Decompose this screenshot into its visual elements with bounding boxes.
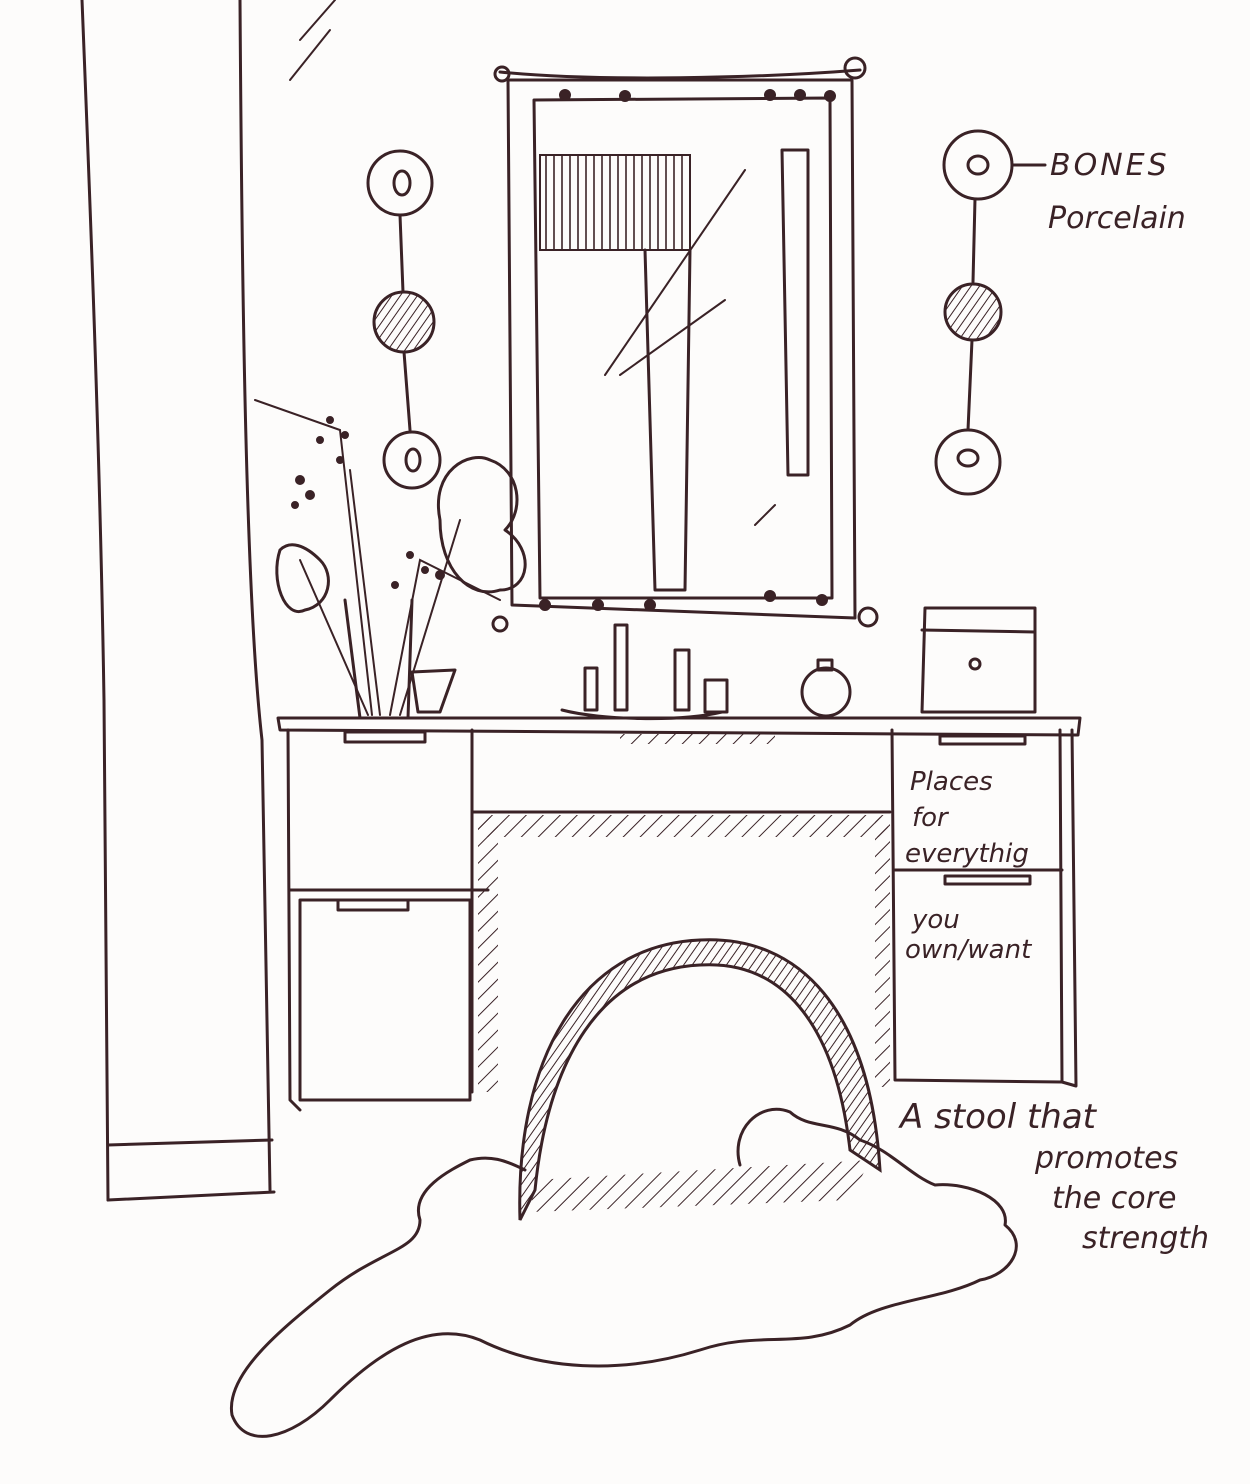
stool-note-line3: the core (1052, 1181, 1176, 1216)
stool-note-line2: promotes (1034, 1141, 1178, 1176)
stool-note-line1: A stool that (898, 1097, 1098, 1137)
drawer-note-line4: you (911, 905, 960, 935)
curtain-panel (80, 0, 336, 1202)
stool-note-line4: strength (1082, 1221, 1209, 1256)
tabletop-items (410, 606, 1037, 721)
drawer-note-line3: everythig (905, 839, 1029, 869)
mirror (491, 56, 879, 633)
porcelain-label: Porcelain (1048, 201, 1186, 236)
fur-rug (229, 1107, 1018, 1438)
drawer-note-line5: own/want (905, 935, 1032, 965)
drawer-note-line2: for (912, 803, 950, 833)
flower-arrangement (254, 399, 527, 720)
right-sconce (934, 129, 1047, 496)
drawer-note-line1: Places (910, 767, 993, 797)
bones-label: BONES (1050, 148, 1170, 183)
vanity-desk (276, 716, 1082, 1112)
stool (518, 938, 882, 1221)
left-sconce (366, 149, 442, 490)
